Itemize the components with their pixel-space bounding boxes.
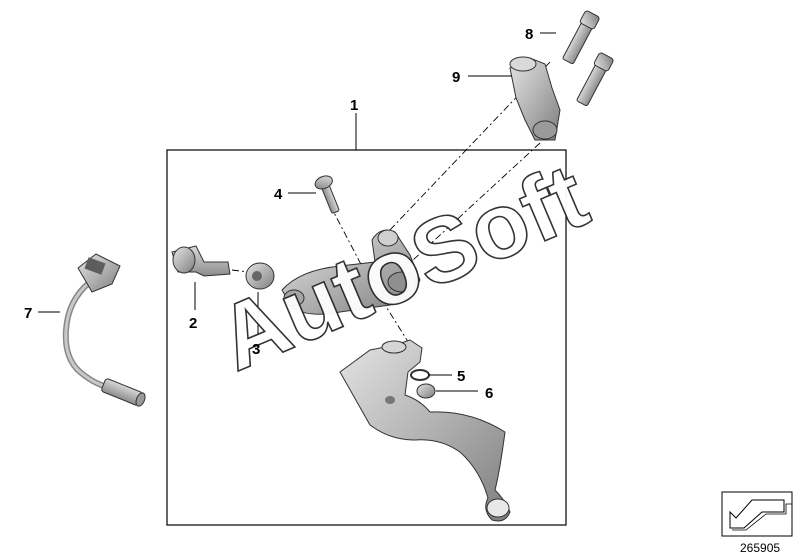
screw-part-4 [314,175,340,214]
bracket-part-1 [281,229,421,315]
reference-arrow-icon [721,491,793,537]
adjuster-part-2 [171,245,231,277]
leader-lines [38,32,556,392]
bushing-part-3 [245,262,275,290]
callout-6: 6 [485,385,493,402]
alignment-lines [231,61,551,346]
washer-part-5 [410,369,430,381]
callout-5: 5 [457,368,465,385]
callout-4: 4 [274,186,283,203]
lever-part [339,339,511,522]
sensor-cable-part-7 [62,253,146,407]
clamp-part-9 [509,56,561,141]
callout-1: 1 [350,97,358,114]
callout-9: 9 [452,69,460,86]
bolt-part-8 [562,10,614,107]
reference-number: 265905 [740,541,780,555]
callout-8: 8 [525,26,533,43]
nut-part-6 [416,383,436,399]
assembly-frame [166,149,567,526]
callout-2: 2 [189,315,197,332]
callouts: 1 2 3 4 5 6 7 8 9 [24,26,533,402]
callout-3: 3 [252,341,260,358]
callout-7: 7 [24,305,32,322]
